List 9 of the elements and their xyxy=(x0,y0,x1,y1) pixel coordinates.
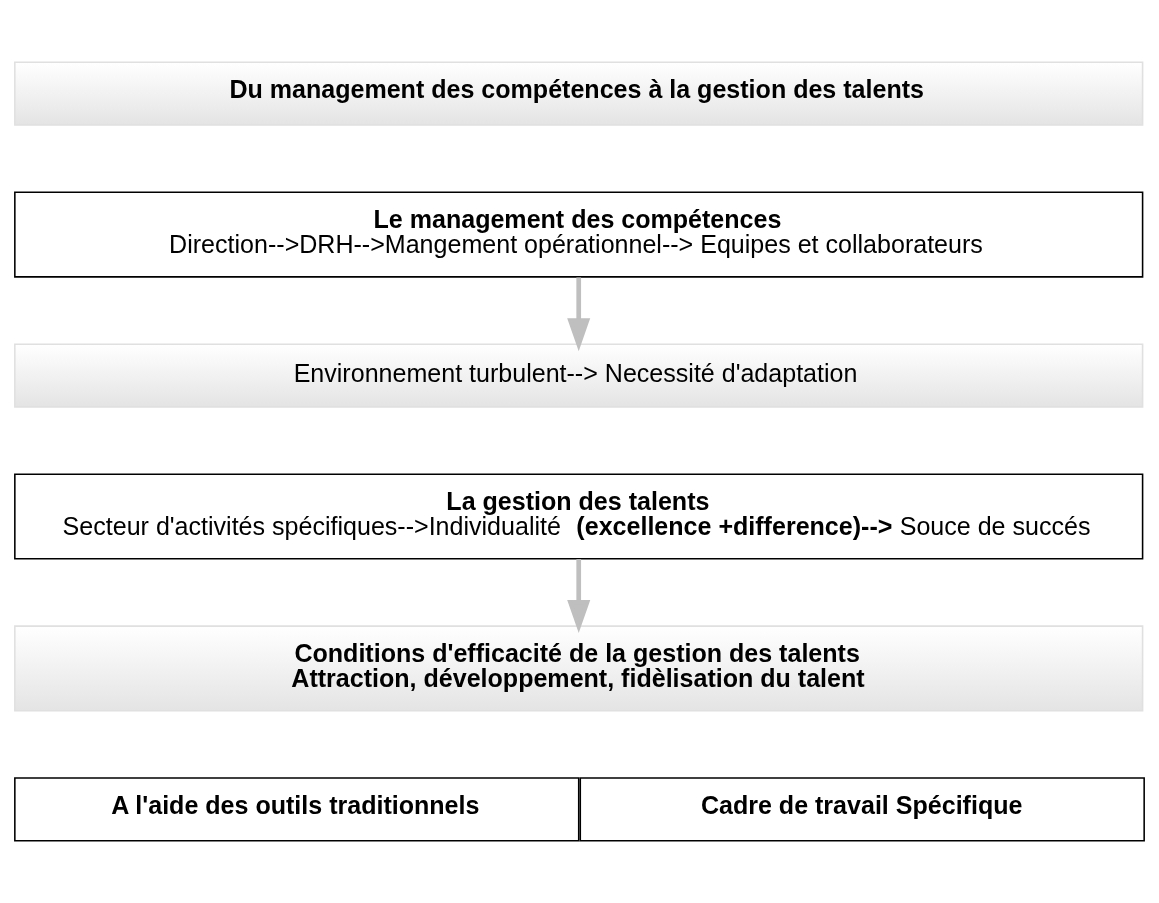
node-box: Du management des compétences à la gestion des talents xyxy=(14,61,1144,126)
arrow xyxy=(567,277,591,352)
node-box: Cadre de travail Spécifique xyxy=(579,777,1145,842)
arrow xyxy=(567,559,591,634)
node-box: La gestion des talents Secteur d'activités spécifiques-->Individualité (excellence +difference)--> Souce de succés xyxy=(14,473,1144,560)
node-box: Environnement turbulent--> Necessité d'adaptation xyxy=(14,343,1144,408)
node-box: A l'aide des outils traditionnels xyxy=(14,777,580,842)
node-box: Conditions d'efficacité de la gestion des talents Attraction, développement, fidèlisation du talent xyxy=(14,625,1144,712)
node-box: Le management des compétences Direction-->DRH-->Mangement opérationnel--> Equipes et collaborateurs xyxy=(14,191,1144,278)
